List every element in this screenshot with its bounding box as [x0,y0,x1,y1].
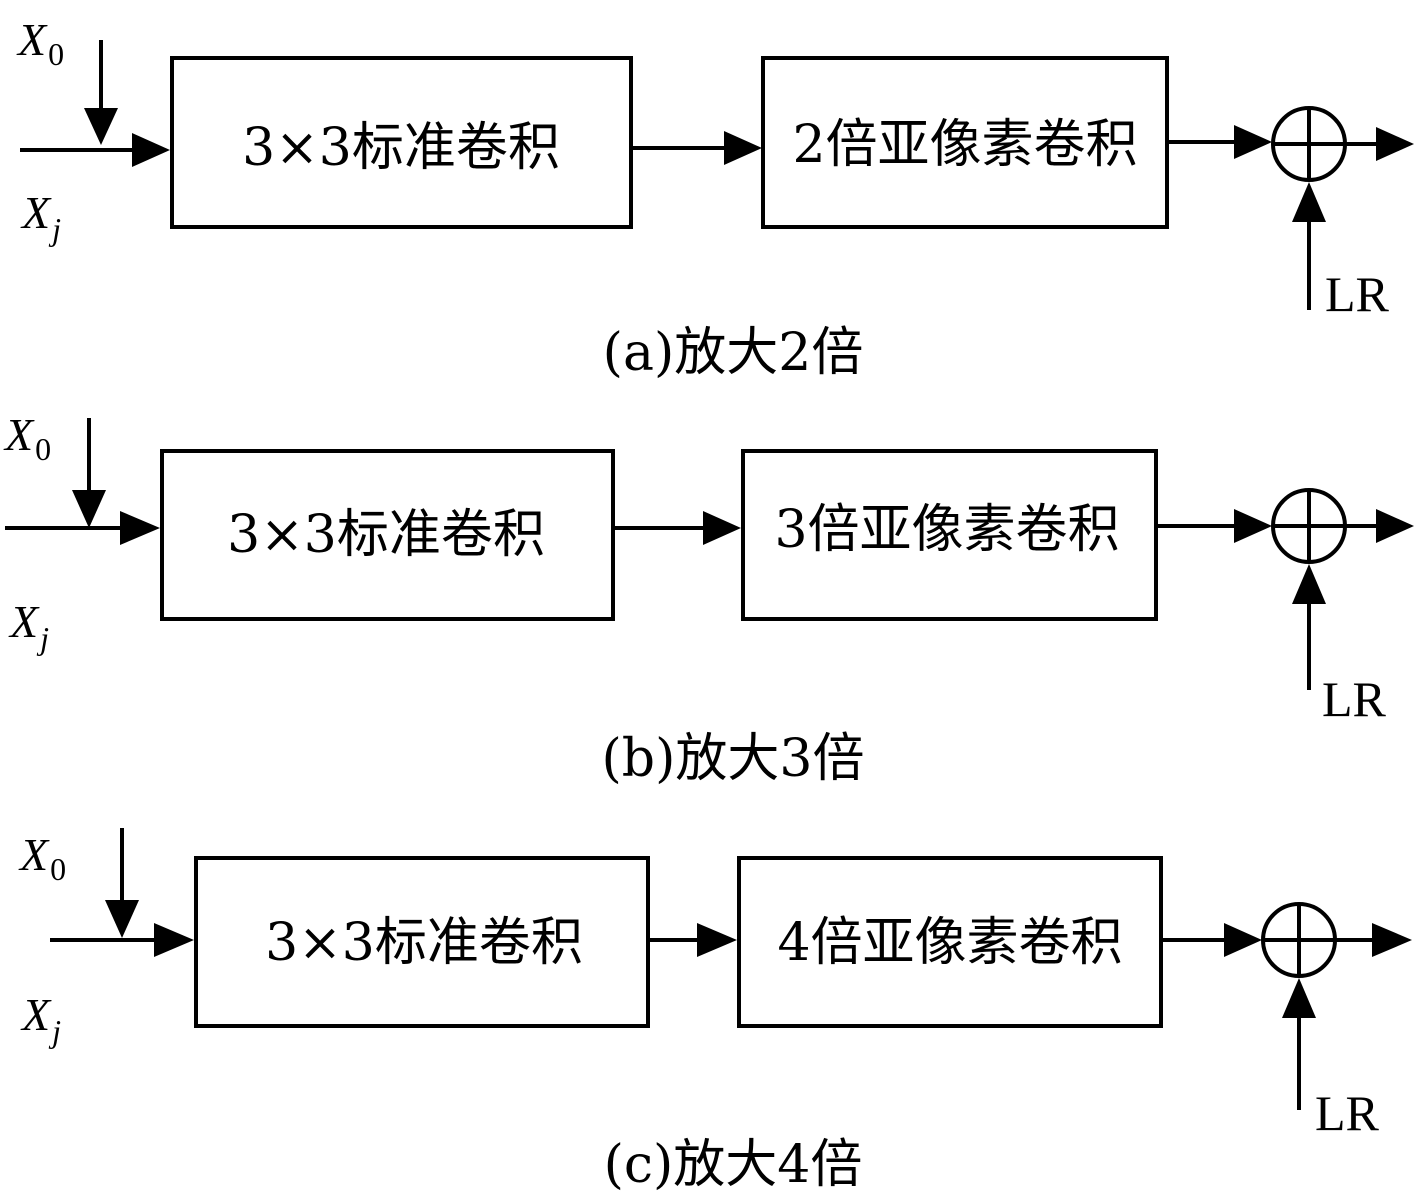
panel-c: X0 Xj 3×3标准卷积 4倍亚像素卷积 LR (c)放大4倍 [18,828,1412,1195]
lr-arrowhead [1292,564,1326,604]
standard-conv-label: 3×3标准卷积 [242,118,560,178]
subpixel-conv-label: 3倍亚像素卷积 [774,500,1119,560]
x0-arrowhead [84,108,118,145]
input-xj-label: Xj [8,596,49,656]
standard-conv-block [160,449,615,621]
output-arrowhead [1376,509,1414,543]
input-x0-label: X0 [16,14,64,72]
to-sum-arrowhead [1234,509,1272,543]
standard-conv-label: 3×3标准卷积 [265,913,583,973]
panel-b: X0 Xj 3×3标准卷积 3倍亚像素卷积 LR (b)放大3倍 [3,409,1414,789]
input-x0-label: X0 [18,829,66,887]
standard-conv-block [194,856,650,1028]
panel-a: X0 Xj 3×3标准卷积 2倍亚像素卷积 LR (a)放大2倍 [16,14,1414,383]
lr-label: LR [1315,1085,1380,1141]
x0-arrowhead [72,490,106,528]
output-arrowhead [1372,923,1412,957]
lr-arrowhead [1292,182,1326,222]
connector-arrowhead [697,923,737,957]
output-arrowhead [1376,127,1414,161]
panel-b-caption: (b)放大3倍 [602,729,865,789]
xj-arrowhead [132,133,170,167]
panel-a-caption: (a)放大2倍 [603,323,864,383]
input-xj-label: Xj [20,989,61,1049]
to-sum-arrowhead [1224,923,1262,957]
standard-conv-block [170,56,633,229]
x0-arrowhead [105,900,139,938]
panel-c-caption: (c)放大4倍 [604,1135,863,1195]
subpixel-conv-block [737,856,1163,1028]
input-xj-label: Xj [20,187,61,247]
lr-label: LR [1325,266,1390,322]
subpixel-conv-block [741,449,1158,621]
connector-arrowhead [724,131,762,165]
lr-label: LR [1322,671,1387,727]
xj-arrowhead [120,511,160,545]
to-sum-arrowhead [1234,125,1272,159]
input-x0-label: X0 [3,409,51,467]
lr-arrowhead [1282,978,1316,1018]
subpixel-conv-label: 2倍亚像素卷积 [792,115,1137,175]
xj-arrowhead [154,923,194,957]
subpixel-conv-block [761,56,1169,229]
subpixel-conv-label: 4倍亚像素卷积 [777,913,1122,973]
connector-arrowhead [703,511,741,545]
standard-conv-label: 3×3标准卷积 [227,505,545,565]
